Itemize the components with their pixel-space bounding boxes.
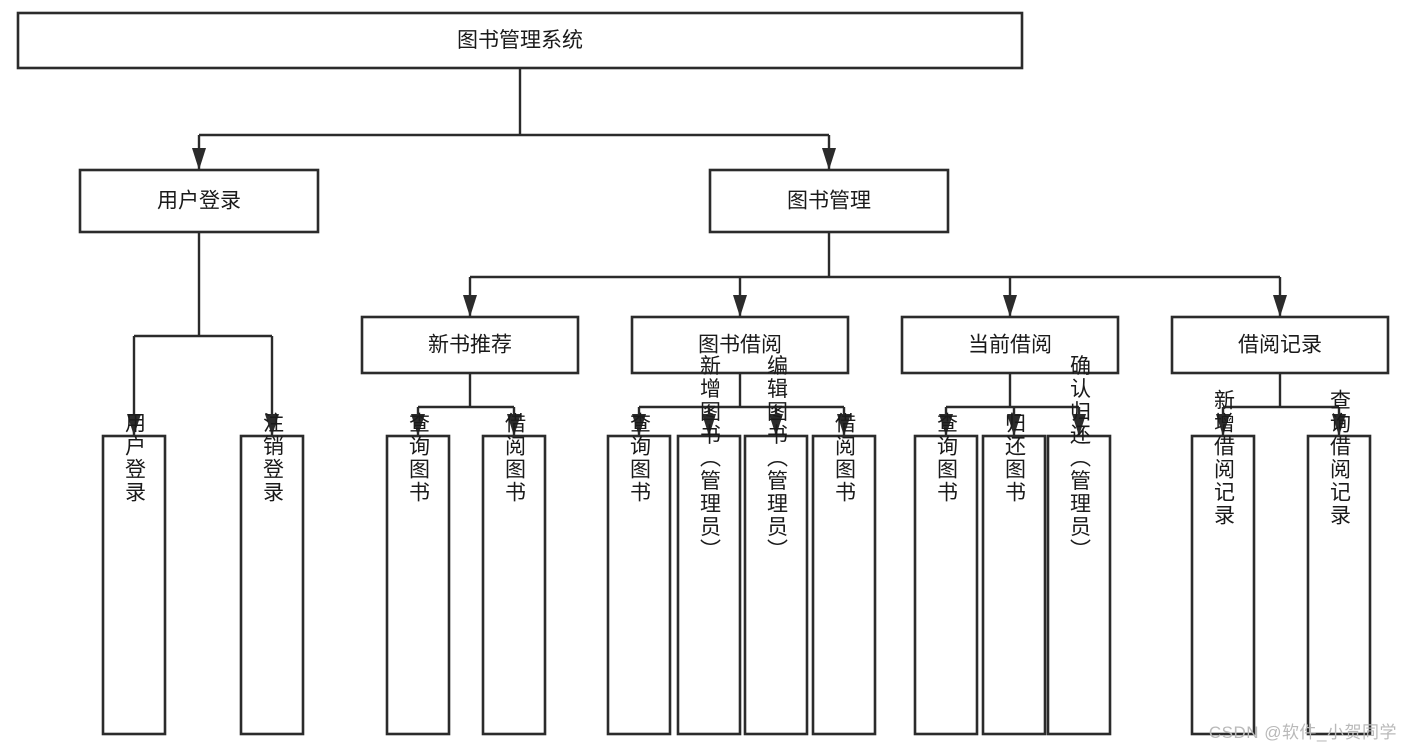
edge-arrowhead: [632, 414, 646, 436]
node-box-new-book-recommend: [360, 315, 580, 375]
node-leaf-add-borrow-record[interactable]: 新增借阅记录: [1190, 389, 1256, 736]
edge-arrowhead: [411, 414, 425, 436]
node-leaf-user-login[interactable]: 用户登录: [101, 412, 167, 736]
edge-arrowhead: [1003, 295, 1017, 317]
node-label-book-borrow: 图书借阅: [698, 334, 782, 357]
node-label-leaf-user-login: 用户登录: [123, 412, 147, 504]
node-current-borrow[interactable]: 当前借阅: [900, 315, 1120, 375]
node-box-book-manage: [708, 168, 950, 234]
node-root[interactable]: 图书管理系统: [16, 11, 1024, 70]
node-box-leaf-user-login: [101, 434, 167, 736]
node-label-current-borrow: 当前借阅: [968, 334, 1052, 357]
edge-arrowhead: [939, 414, 953, 436]
node-leaf-edit-book-admin[interactable]: 编辑图书（管理员）: [743, 355, 809, 736]
node-box-leaf-query-book-recommend: [385, 434, 451, 736]
node-label-root: 图书管理系统: [457, 29, 583, 52]
edge-arrowhead: [507, 414, 521, 436]
node-leaf-return-book[interactable]: 归还图书: [981, 412, 1047, 736]
node-label-leaf-add-borrow-record: 新增借阅记录: [1212, 389, 1236, 527]
edge-arrowhead: [1216, 414, 1230, 436]
edge-arrowhead: [1007, 414, 1021, 436]
edge-arrowhead: [1332, 414, 1346, 436]
node-leaf-confirm-return-admin[interactable]: 确认归还（管理员）: [1046, 355, 1112, 736]
node-box-leaf-borrow-book-recommend: [481, 434, 547, 736]
node-label-leaf-edit-book-admin: 编辑图书（管理员）: [765, 355, 789, 562]
node-label-leaf-add-book-admin: 新增图书（管理员）: [698, 355, 722, 562]
node-label-borrow-record: 借阅记录: [1238, 334, 1322, 357]
node-label-leaf-borrow-book-recommend: 借阅图书: [503, 412, 527, 504]
edge-arrowhead: [1072, 414, 1086, 436]
node-box-leaf-edit-book-admin: [743, 434, 809, 736]
node-leaf-query-book-current[interactable]: 查询图书: [913, 412, 979, 736]
node-label-leaf-query-book-current: 查询图书: [935, 412, 959, 504]
node-label-new-book-recommend: 新书推荐: [428, 334, 512, 357]
node-box-leaf-borrow-book: [811, 434, 877, 736]
node-box-borrow-record: [1170, 315, 1390, 375]
node-box-book-borrow: [630, 315, 850, 375]
node-leaf-add-book-admin[interactable]: 新增图书（管理员）: [676, 355, 742, 736]
node-box-leaf-add-borrow-record: [1190, 434, 1256, 736]
node-box-leaf-query-borrow-record: [1306, 434, 1372, 736]
node-leaf-query-book-borrow[interactable]: 查询图书: [606, 412, 672, 736]
node-box-current-borrow: [900, 315, 1120, 375]
node-box-root: [16, 11, 1024, 70]
node-new-book-recommend[interactable]: 新书推荐: [360, 315, 580, 375]
edge-arrowhead: [837, 414, 851, 436]
node-leaf-borrow-book[interactable]: 借阅图书: [811, 412, 877, 736]
node-leaf-borrow-book-recommend[interactable]: 借阅图书: [481, 412, 547, 736]
node-label-leaf-confirm-return-admin: 确认归还（管理员）: [1068, 355, 1092, 562]
node-label-leaf-borrow-book: 借阅图书: [833, 412, 857, 504]
edge-arrowhead: [265, 414, 279, 436]
edge-arrowhead: [192, 148, 206, 170]
node-box-leaf-return-book: [981, 434, 1047, 736]
node-label-leaf-query-borrow-record: 查询借阅记录: [1328, 389, 1352, 527]
node-label-leaf-query-book-borrow: 查询图书: [628, 412, 652, 504]
edge-arrowhead: [702, 414, 716, 436]
node-label-leaf-query-book-recommend: 查询图书: [407, 412, 431, 504]
node-box-leaf-query-book-borrow: [606, 434, 672, 736]
edge-arrowhead: [1273, 295, 1287, 317]
edge-arrowhead: [822, 148, 836, 170]
node-book-borrow[interactable]: 图书借阅: [630, 315, 850, 375]
node-box-leaf-confirm-return-admin: [1046, 434, 1112, 736]
node-box-user-login: [78, 168, 320, 234]
edge-layer: [127, 68, 1346, 436]
node-borrow-record[interactable]: 借阅记录: [1170, 315, 1390, 375]
edge-arrowhead: [733, 295, 747, 317]
edge-arrowhead: [127, 414, 141, 436]
node-box-leaf-add-book-admin: [676, 434, 742, 736]
node-leaf-query-book-recommend[interactable]: 查询图书: [385, 412, 451, 736]
edge-arrowhead: [769, 414, 783, 436]
node-book-manage[interactable]: 图书管理: [708, 168, 950, 234]
node-label-user-login: 用户登录: [157, 190, 241, 213]
node-label-book-manage: 图书管理: [787, 190, 871, 213]
node-leaf-logout[interactable]: 注销登录: [239, 412, 305, 736]
node-label-leaf-return-book: 归还图书: [1003, 412, 1027, 504]
node-box-leaf-query-book-current: [913, 434, 979, 736]
node-label-leaf-logout: 注销登录: [261, 412, 285, 504]
node-box-leaf-logout: [239, 434, 305, 736]
node-layer: 图书管理系统用户登录图书管理新书推荐图书借阅当前借阅借阅记录用户登录注销登录查询…: [16, 11, 1390, 736]
node-leaf-query-borrow-record[interactable]: 查询借阅记录: [1306, 389, 1372, 736]
node-user-login[interactable]: 用户登录: [78, 168, 320, 234]
edge-arrowhead: [463, 295, 477, 317]
